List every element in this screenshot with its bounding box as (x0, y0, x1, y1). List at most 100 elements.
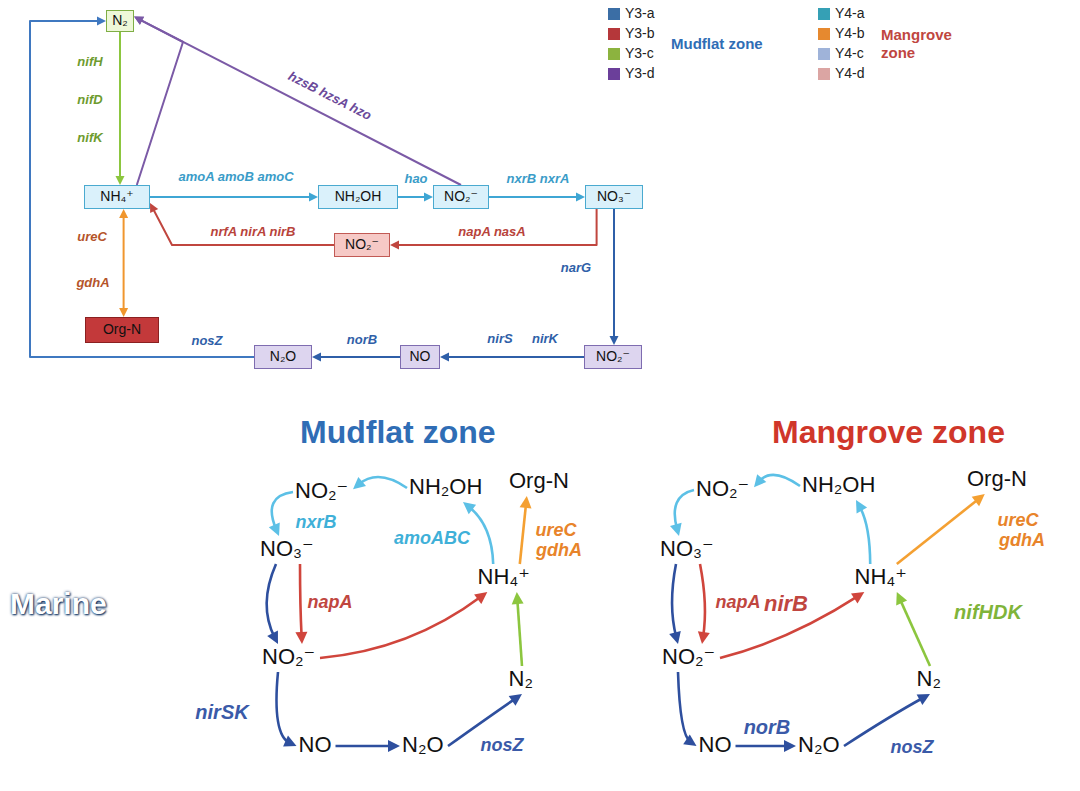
molecule-box: Org-N (85, 317, 159, 343)
arrow-head (388, 740, 400, 752)
molecule-label: N₂O (400, 732, 448, 760)
wave-line (12, 442, 190, 448)
gene-label: nrfA nirA nirB (211, 225, 296, 240)
prop-root (1008, 230, 1045, 340)
molecule-text: N₂ (112, 13, 128, 28)
prop-root (780, 290, 800, 388)
flow-line (267, 564, 276, 638)
molecule-text: N₂O (270, 349, 296, 364)
molecule-text: NH₄⁺ (476, 564, 532, 589)
flow-arrow (720, 592, 864, 658)
flow-arrow (520, 496, 532, 564)
flow-line (139, 19, 461, 185)
mangrove-canopy (900, 80, 1000, 160)
pie-slice (45, 283, 52, 295)
molecule-label: N₂ (915, 666, 946, 694)
pie-slice (52, 136, 64, 144)
mangrove-trunk (797, 205, 803, 300)
prop-root (1040, 240, 1062, 340)
molecule-text: N₂O (796, 732, 842, 757)
legend-swatch (608, 68, 620, 80)
pie-slice (355, 316, 362, 328)
molecule-label: NH₂OH (407, 474, 487, 502)
flow-line (520, 503, 526, 564)
prop-root (705, 290, 755, 392)
legend-text: Y4-b (835, 26, 865, 41)
text-label: gdhA (536, 540, 582, 561)
flow-arrow (856, 500, 870, 564)
pie-slice (292, 138, 300, 150)
sea-region: Marine (0, 415, 232, 791)
flow-line (700, 564, 705, 637)
pie-slice (355, 304, 362, 316)
mangrove-trunk (1060, 160, 1062, 250)
pie-slice (44, 126, 52, 138)
crab (632, 391, 639, 398)
flow-line (336, 745, 393, 748)
pie-chart (225, 138, 249, 162)
mangrove-canopy (1010, 50, 1080, 130)
pie-slice (45, 225, 52, 237)
mangrove-region: Mangrove zoneNO₂⁻NH₂OHOrg-NNO₃⁻NH₄⁺NO₂⁻N… (640, 400, 1080, 791)
pie-slice (195, 305, 219, 329)
pie-slice (41, 52, 52, 62)
mangrove-canopy (785, 135, 875, 205)
pie-slice (350, 306, 362, 325)
crab (865, 365, 872, 372)
arrow-head (134, 17, 144, 25)
mudflat-region: Mudflat zoneNO₂⁻NH₂OHOrg-NNO₃⁻NH₄⁺NO₂⁻N₂… (95, 410, 655, 791)
gene-label: nirSK (195, 701, 248, 724)
mangrove-canopy (835, 80, 985, 200)
pie-chart (195, 305, 219, 329)
flow-arrow (698, 564, 710, 644)
molecule-text: Org-N (507, 468, 571, 493)
flow-arrow (512, 592, 524, 666)
prop-root (895, 260, 908, 370)
pie-chart (40, 50, 64, 74)
molecule-text: NO₃⁻ (658, 536, 716, 561)
flow-line (395, 209, 596, 245)
molecule-label: Org-N (507, 468, 573, 496)
text-label: ureC (535, 520, 576, 541)
legend-swatch (818, 68, 830, 80)
pie-slice (40, 58, 52, 74)
pie-slice (229, 138, 237, 150)
gene-label: napA (308, 592, 353, 613)
molecule-box: NO₂⁻ (334, 233, 390, 257)
arrow-head (917, 694, 930, 705)
crab (636, 394, 654, 406)
mangrove-canopy (1030, 115, 1080, 215)
mangrove-canopy (630, 200, 750, 280)
text-label: Mudflat zone (671, 35, 763, 53)
prop-root (1003, 240, 1008, 346)
prop-root (668, 300, 705, 408)
pie-slice (515, 140, 527, 159)
prop-root (745, 270, 800, 394)
pie-slice (52, 271, 59, 283)
molecule-label: NH₄⁺ (476, 564, 535, 592)
text-label: nifD (77, 93, 102, 108)
pie-slice (237, 138, 249, 150)
arrow-head (856, 500, 867, 513)
molecule-text: NO₃⁻ (258, 536, 316, 561)
soil-surface (250, 396, 640, 406)
arrow-head (509, 694, 522, 706)
molecule-text: NO₂⁻ (596, 349, 630, 364)
flow-arrow (897, 494, 985, 564)
pie-slice (52, 52, 64, 65)
soil-surface (622, 332, 1080, 414)
molecule-text: NO (697, 732, 734, 757)
flow-line (320, 596, 482, 658)
arrow-head (683, 734, 696, 746)
pie-slice (300, 138, 308, 150)
legend-swatch (818, 28, 830, 40)
pie-slice (362, 312, 374, 328)
text-label: nifK (77, 131, 102, 146)
molecule-text: N₂ (915, 666, 943, 691)
pie-slice (503, 146, 522, 162)
flow-line (150, 196, 313, 198)
pie-slice (40, 233, 64, 249)
text-label: gdhA (999, 530, 1045, 551)
flow-line (317, 356, 400, 358)
molecule-text: NH₄⁺ (100, 189, 133, 204)
